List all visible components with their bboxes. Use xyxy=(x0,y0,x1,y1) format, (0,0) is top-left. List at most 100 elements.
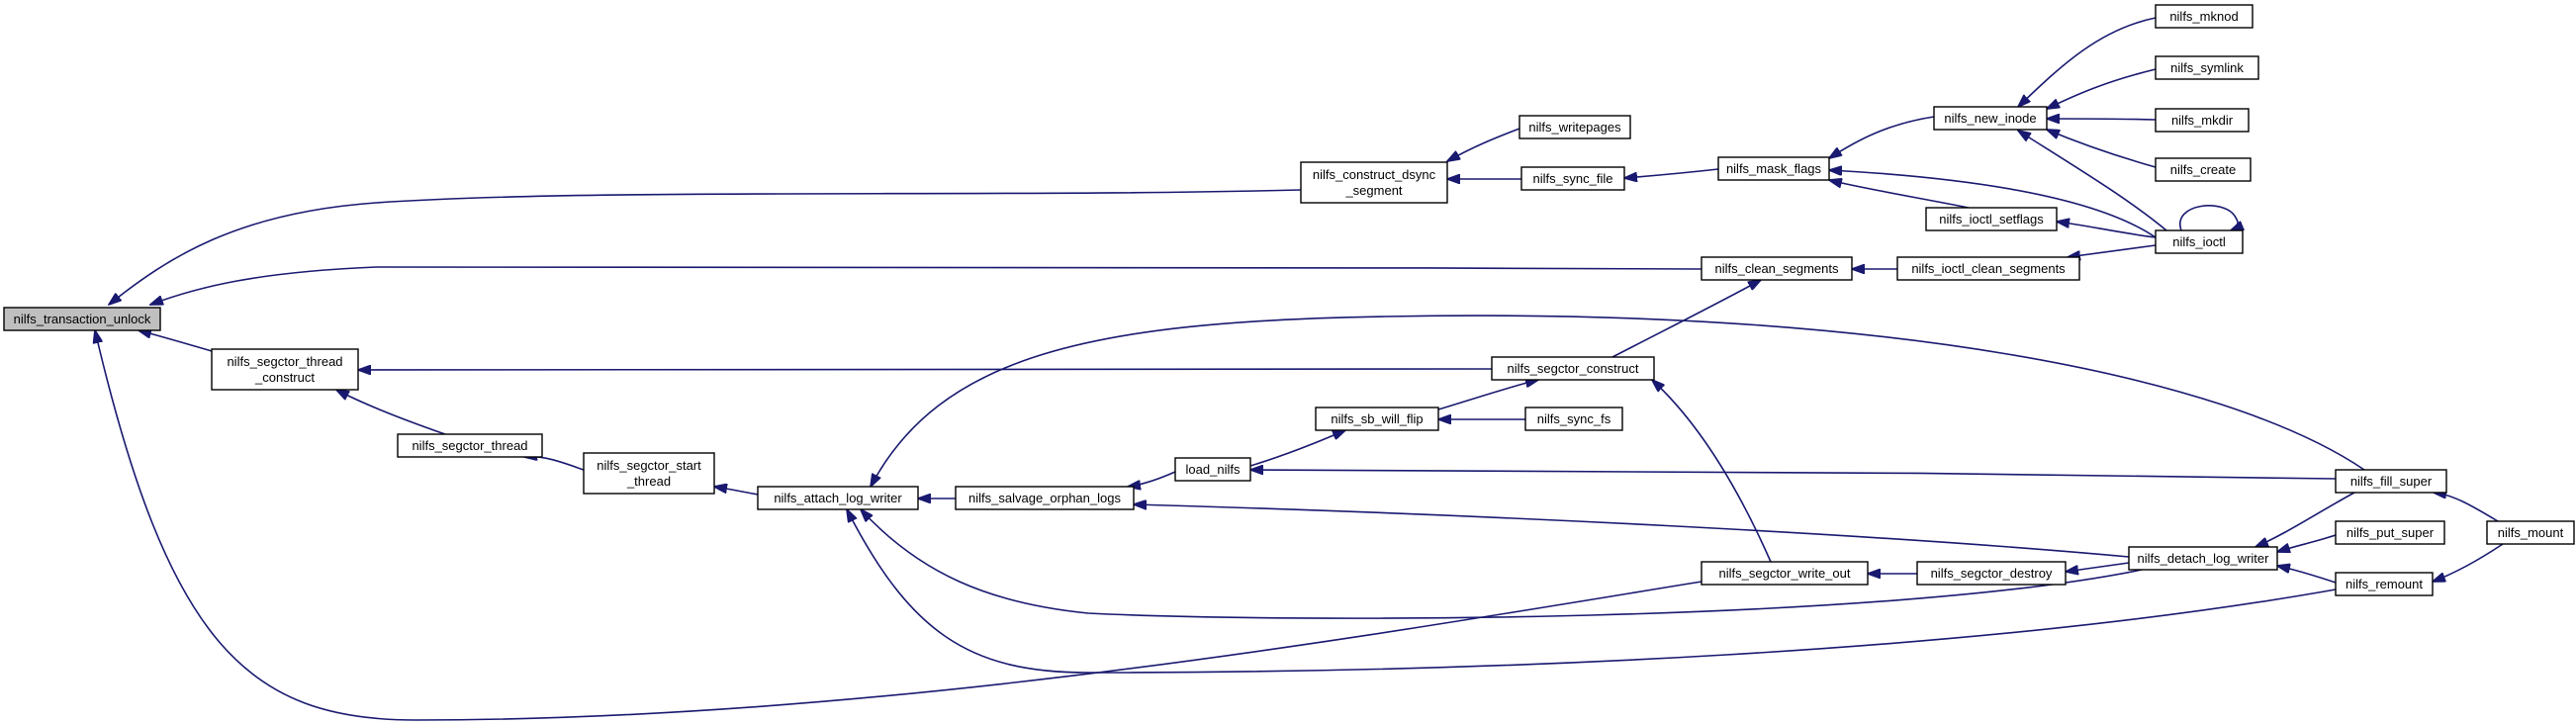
edge-sb_will_flip-to-segctor_construct xyxy=(1437,380,1538,410)
node-label: nilfs_construct_dsync xyxy=(1313,167,1436,182)
node-label: nilfs_sync_fs xyxy=(1537,411,1611,426)
edge-mkdir-to-new_inode xyxy=(2047,119,2157,120)
edge-load_nilfs-to-sb_will_flip xyxy=(1249,430,1345,467)
node-box xyxy=(955,486,1135,510)
node-clean-segments[interactable]: nilfs_clean_segments xyxy=(1701,256,1853,281)
node-box xyxy=(1520,166,1625,191)
node-load-nilfs[interactable]: load_nilfs xyxy=(1174,457,1251,482)
edge-segctor_thread_construct-to-transaction_unlock xyxy=(138,330,213,352)
node-symlink[interactable]: nilfs_symlink xyxy=(2155,55,2259,80)
edge-segctor_construct-to-clean_segments xyxy=(1611,280,1761,358)
node-label: nilfs_mkdir xyxy=(2171,113,2234,128)
node-segctor-construct[interactable]: nilfs_segctor_construct xyxy=(1491,356,1655,381)
edge-segctor_write_out-to-segctor_construct xyxy=(1652,380,1772,563)
node-mkdir[interactable]: nilfs_mkdir xyxy=(2155,108,2250,133)
node-label: nilfs_salvage_orphan_logs xyxy=(968,491,1121,505)
edge-ioctl-to-new_inode xyxy=(2018,131,2167,231)
node-box xyxy=(2335,469,2447,494)
node-segctor-thread[interactable]: nilfs_segctor_thread xyxy=(397,433,543,458)
edge-load_nilfs-to-salvage_orphan_logs xyxy=(1128,471,1176,487)
edge-ioctl-to-ioctl_setflags xyxy=(2057,222,2157,238)
node-box xyxy=(397,433,543,458)
node-box xyxy=(2335,572,2434,596)
node-sync-fs[interactable]: nilfs_sync_fs xyxy=(1524,407,1623,431)
node-box xyxy=(1524,407,1623,431)
node-label: _segment xyxy=(1344,183,1402,198)
node-label: nilfs_mknod xyxy=(2169,9,2238,24)
node-mask-flags[interactable]: nilfs_mask_flags xyxy=(1717,156,1830,181)
node-segctor-start-thread[interactable]: nilfs_segctor_start_thread xyxy=(583,452,715,495)
node-label: nilfs_fill_super xyxy=(2350,474,2433,489)
node-box xyxy=(2155,55,2259,80)
node-label: _construct xyxy=(254,370,315,385)
node-label: nilfs_segctor_start xyxy=(597,458,701,473)
node-box xyxy=(1300,161,1448,204)
node-label: _thread xyxy=(626,474,671,489)
node-box xyxy=(1933,106,2048,131)
node-put-super[interactable]: nilfs_put_super xyxy=(2335,520,2445,545)
node-segctor-thread-construct[interactable]: nilfs_segctor_thread_construct xyxy=(211,348,359,391)
edge-mknod-to-new_inode xyxy=(2018,17,2157,107)
node-sb-will-flip[interactable]: nilfs_sb_will_flip xyxy=(1315,407,1439,431)
node-label: nilfs_writepages xyxy=(1528,120,1621,135)
node-box xyxy=(2128,546,2278,571)
node-mknod[interactable]: nilfs_mknod xyxy=(2155,4,2254,29)
node-ioctl-setflags[interactable]: nilfs_ioctl_setflags xyxy=(1925,207,2058,231)
edge-symlink-to-new_inode xyxy=(2047,68,2157,109)
node-box xyxy=(583,452,715,495)
node-ioctl-clean-segments[interactable]: nilfs_ioctl_clean_segments xyxy=(1896,256,2080,281)
edge-remount-to-detach_log_writer xyxy=(2277,566,2337,584)
node-box xyxy=(1896,256,2080,281)
node-new-inode[interactable]: nilfs_new_inode xyxy=(1933,106,2048,131)
edge-layer xyxy=(95,17,2504,721)
edge-segctor_construct-to-segctor_thread_construct xyxy=(358,369,1493,370)
node-box xyxy=(1174,457,1251,482)
node-label: nilfs_attach_log_writer xyxy=(774,491,902,505)
edge-ioctl-to-ioctl_clean_segments xyxy=(2068,244,2157,257)
node-box xyxy=(2155,157,2252,182)
node-segctor-destroy[interactable]: nilfs_segctor_destroy xyxy=(1916,561,2067,586)
node-label: nilfs_new_inode xyxy=(1944,111,2036,126)
node-segctor-write-out[interactable]: nilfs_segctor_write_out xyxy=(1701,561,1869,586)
edge-new_inode-to-mask_flags xyxy=(1829,116,1935,158)
node-box xyxy=(1925,207,2058,231)
node-box xyxy=(1518,115,1631,139)
edge-clean_segments-to-transaction_unlock xyxy=(150,265,1702,305)
node-label: nilfs_create xyxy=(2170,162,2236,177)
node-box xyxy=(2155,108,2250,133)
node-create[interactable]: nilfs_create xyxy=(2155,157,2252,182)
node-sync-file[interactable]: nilfs_sync_file xyxy=(1520,166,1625,191)
edge-fill_super-to-load_nilfs xyxy=(1250,470,2337,480)
edge-segctor_start_thread-to-segctor_thread xyxy=(524,457,585,471)
node-box xyxy=(1701,256,1853,281)
node-label: load_nilfs xyxy=(1186,462,1241,477)
node-writepages[interactable]: nilfs_writepages xyxy=(1518,115,1631,139)
node-fill-super[interactable]: nilfs_fill_super xyxy=(2335,469,2447,494)
edge-segctor_write_out-to-transaction_unlock xyxy=(95,330,1702,721)
node-box xyxy=(2335,520,2445,545)
node-label: nilfs_segctor_destroy xyxy=(1931,566,2053,581)
node-box xyxy=(2486,520,2575,545)
node-box xyxy=(1916,561,2067,586)
node-box xyxy=(211,348,359,391)
node-layer: nilfs_transaction_unlock nilfs_construct_… xyxy=(3,4,2575,596)
node-transaction-unlock[interactable]: nilfs_transaction_unlock xyxy=(3,307,161,331)
node-label: nilfs_put_super xyxy=(2346,525,2435,540)
node-label: nilfs_segctor_write_out xyxy=(1719,566,1851,581)
node-label: nilfs_segctor_thread xyxy=(412,438,527,453)
edge-construct_dsync-to-transaction_unlock xyxy=(109,189,1302,305)
node-label: nilfs_symlink xyxy=(2170,60,2244,75)
node-remount[interactable]: nilfs_remount xyxy=(2335,572,2434,596)
node-salvage-orphan-logs[interactable]: nilfs_salvage_orphan_logs xyxy=(955,486,1135,510)
node-mount[interactable]: nilfs_mount xyxy=(2486,520,2575,545)
edge-create-to-new_inode xyxy=(2047,130,2157,168)
node-attach-log-writer[interactable]: nilfs_attach_log_writer xyxy=(757,486,919,510)
node-detach-log-writer[interactable]: nilfs_detach_log_writer xyxy=(2128,546,2278,571)
node-construct-dsync[interactable]: nilfs_construct_dsync_segment xyxy=(1300,161,1448,204)
node-box xyxy=(1491,356,1655,381)
node-label: nilfs_clean_segments xyxy=(1714,261,1839,276)
node-label: nilfs_mask_flags xyxy=(1726,161,1822,176)
node-ioctl[interactable]: nilfs_ioctl xyxy=(2155,229,2244,254)
edge-detach_log_writer-to-salvage_orphan_logs xyxy=(1134,504,2130,558)
